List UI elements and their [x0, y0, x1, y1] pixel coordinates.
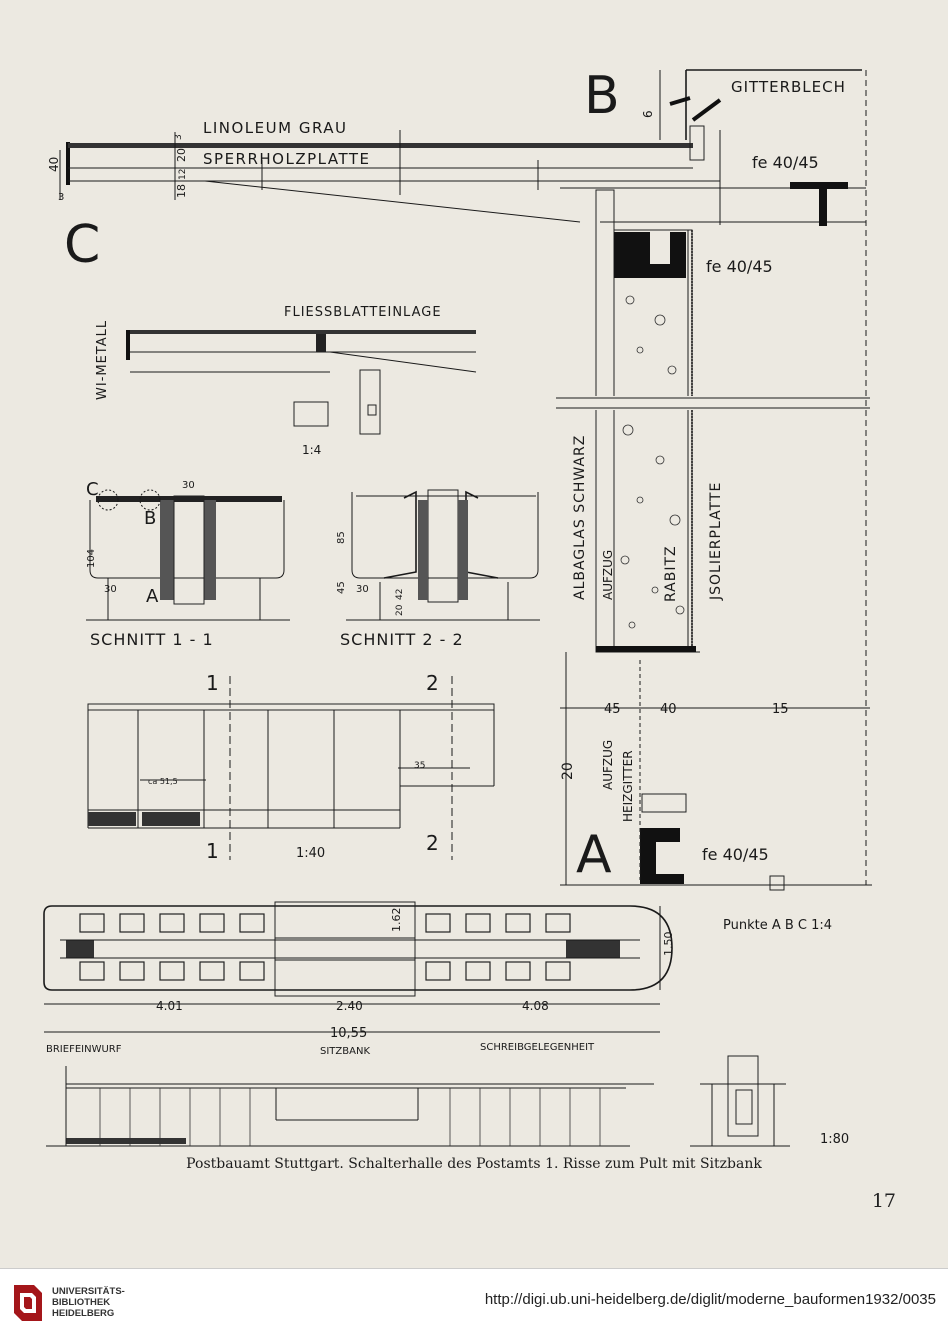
- label-fe-bottom: fe 40/45: [702, 845, 769, 864]
- label-isolierplatte: JSOLIERPLATTE: [708, 482, 724, 601]
- page-number: 17: [871, 1190, 896, 1212]
- small-letter-c: C: [86, 479, 99, 500]
- label-fliessblatt: FLIESSBLATTEINLAGE: [284, 305, 442, 320]
- dim-51-5: ca 51,5: [148, 777, 178, 786]
- elevation-1-40: [87, 676, 495, 860]
- section-1-1: [86, 489, 290, 621]
- dim-18: 18: [175, 184, 188, 198]
- section-mark-1-bottom: 1: [206, 839, 219, 863]
- detail-wi-metall: [126, 330, 477, 435]
- small-letter-b: B: [144, 508, 156, 529]
- dim-4-01: 4.01: [156, 999, 183, 1013]
- punkte-abc: Punkte A B C 1:4: [723, 918, 832, 933]
- dim-30b: 30: [104, 584, 117, 595]
- scale-1-4: 1:4: [302, 443, 321, 457]
- label-sperrholz: SPERRHOLZPLATTE: [203, 150, 371, 168]
- library-name[interactable]: UNIVERSITÄTS- BIBLIOTHEK HEIDELBERG: [52, 1286, 125, 1319]
- section-mark-2-bottom: 2: [426, 831, 439, 855]
- dim-4-08: 4.08: [522, 999, 549, 1013]
- dim-10-55: 10,55: [330, 1026, 367, 1041]
- dim-85: 85: [336, 531, 347, 544]
- label-aufzug-2: AUFZUG: [601, 740, 615, 790]
- dim-104: 104: [86, 549, 97, 568]
- dim-2-40: 2.40: [336, 999, 363, 1013]
- plan-1-80: [43, 901, 673, 1033]
- label-fe-mid: fe 40/45: [706, 257, 773, 276]
- detail-panel-section: [556, 70, 872, 891]
- dim-30c: 30: [356, 584, 369, 595]
- section-2-2: [346, 489, 540, 621]
- dim-20b: 20: [560, 762, 576, 780]
- letter-c: C: [64, 215, 100, 275]
- scale-1-40: 1:40: [296, 846, 325, 861]
- permalink-url[interactable]: http://digi.ub.uni-heidelberg.de/diglit/…: [484, 1291, 936, 1308]
- label-briefeinwurf: BRIEFEINWURF: [46, 1044, 122, 1055]
- label-linoleum: LINOLEUM GRAU: [203, 119, 348, 137]
- label-gitterblech: GITTERBLECH: [731, 78, 846, 96]
- dim-20: 20: [175, 148, 188, 162]
- library-line-3: HEIDELBERG: [52, 1308, 115, 1319]
- label-heizgitter: HEIZGITTER: [621, 750, 635, 822]
- elevation-1-80: [46, 1055, 790, 1147]
- label-aufzug-1: AUFZUG: [601, 550, 615, 600]
- dim-6: 6: [641, 110, 655, 118]
- dim-40b: 40: [660, 702, 677, 717]
- library-line-1: UNIVERSITÄTS-: [52, 1286, 125, 1297]
- letter-a: A: [576, 825, 612, 885]
- dim-45b: 45: [336, 581, 347, 594]
- label-schreibgelegenheit: SCHREIBGELEGENHEIT: [480, 1042, 595, 1053]
- letter-b: B: [584, 66, 620, 126]
- label-wi-metall: WI-METALL: [95, 320, 110, 400]
- label-sitzbank: SITZBANK: [320, 1046, 370, 1057]
- label-fe-top: fe 40/45: [752, 153, 819, 172]
- small-letter-a: A: [146, 586, 159, 607]
- library-footer: UNIVERSITÄTS- BIBLIOTHEK HEIDELBERG http…: [0, 1268, 948, 1338]
- library-logo-icon[interactable]: [10, 1281, 46, 1325]
- dim-40: 40: [47, 157, 61, 172]
- dim-35: 35: [414, 761, 425, 771]
- dim-1-62: 1.62: [390, 908, 403, 933]
- detail-counter-top: [59, 69, 866, 226]
- scanned-page: B C T GITTERBLECH LINOLEUM GRAU SPERRHOL…: [43, 66, 896, 1212]
- dim-3b: 3: [174, 134, 184, 140]
- dim-42: 42: [395, 589, 405, 600]
- library-line-2: BIBLIOTHEK: [52, 1297, 111, 1308]
- section-mark-1-top: 1: [206, 671, 219, 695]
- section-mark-2-top: 2: [426, 671, 439, 695]
- dim-30: 30: [182, 480, 195, 491]
- label-albaglas: ALBAGLAS SCHWARZ: [572, 435, 588, 600]
- figure-caption: Postbauamt Stuttgart. Schalterhalle des …: [186, 1156, 762, 1172]
- architectural-drawing: B C T GITTERBLECH LINOLEUM GRAU SPERRHOL…: [43, 66, 872, 1147]
- label-rabitz: RABITZ: [663, 545, 679, 602]
- dim-3: 3: [58, 192, 64, 203]
- scale-1-80: 1:80: [820, 1132, 849, 1147]
- label-schnitt-1-1: SCHNITT 1 - 1: [90, 630, 214, 649]
- dim-15: 15: [772, 702, 789, 717]
- dim-12: 12: [178, 169, 188, 180]
- dim-45: 45: [604, 702, 621, 717]
- label-schnitt-2-2: SCHNITT 2 - 2: [340, 630, 464, 649]
- dim-1-50: 1.50: [662, 932, 675, 957]
- dim-20c: 20: [395, 604, 405, 616]
